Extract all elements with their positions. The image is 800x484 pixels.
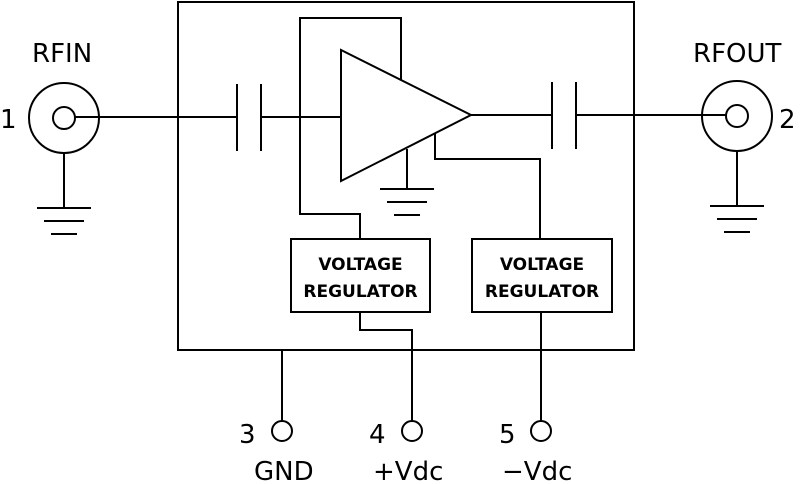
regulator-pos-line1: VOLTAGE: [318, 255, 402, 275]
ground-icon: [380, 188, 434, 216]
pin-label: −Vdc: [502, 457, 572, 484]
module-enclosure: [177, 1, 635, 351]
amplifier-icon: [340, 48, 474, 183]
regulator-neg-line1: VOLTAGE: [500, 255, 584, 275]
pin-gnd: 3 GND: [239, 420, 314, 484]
pin-label: +Vdc: [373, 457, 443, 484]
pin-number: 4: [369, 420, 386, 450]
rf-out-center-pin: [725, 104, 749, 128]
output-capacitor-icon: [551, 82, 577, 149]
rf-in-center-pin: [52, 106, 76, 130]
ground-icon: [710, 205, 764, 233]
negative-voltage-regulator: VOLTAGE REGULATOR: [471, 238, 613, 313]
pin-terminal-icon: [530, 420, 552, 442]
rf-in-label: RFIN: [32, 39, 92, 69]
regulator-pos-line2: REGULATOR: [303, 282, 417, 302]
pin-terminal-icon: [401, 420, 423, 442]
pos-supply-trace: [359, 312, 413, 421]
rf-out-label: RFOUT: [693, 39, 782, 69]
pin-neg-vdc: 5 −Vdc: [499, 420, 572, 484]
input-capacitor-icon: [236, 84, 262, 151]
positive-voltage-regulator: VOLTAGE REGULATOR: [290, 238, 431, 313]
positive-bias-trace: [299, 17, 402, 239]
regulator-neg-line2: REGULATOR: [485, 282, 599, 302]
pin-number: 5: [499, 420, 516, 450]
negative-bias-trace: [434, 134, 541, 239]
pin-pos-vdc: 4 +Vdc: [369, 420, 443, 484]
rf-in-connector: [28, 82, 100, 235]
ground-icon: [37, 207, 91, 235]
pin-label: GND: [254, 457, 314, 484]
rf-out-connector: [701, 80, 773, 233]
pin-terminal-icon: [271, 420, 293, 442]
rf-out-pin-number: 2: [779, 105, 796, 135]
rf-in-pin-number: 1: [0, 105, 17, 135]
pin-number: 3: [239, 420, 256, 450]
